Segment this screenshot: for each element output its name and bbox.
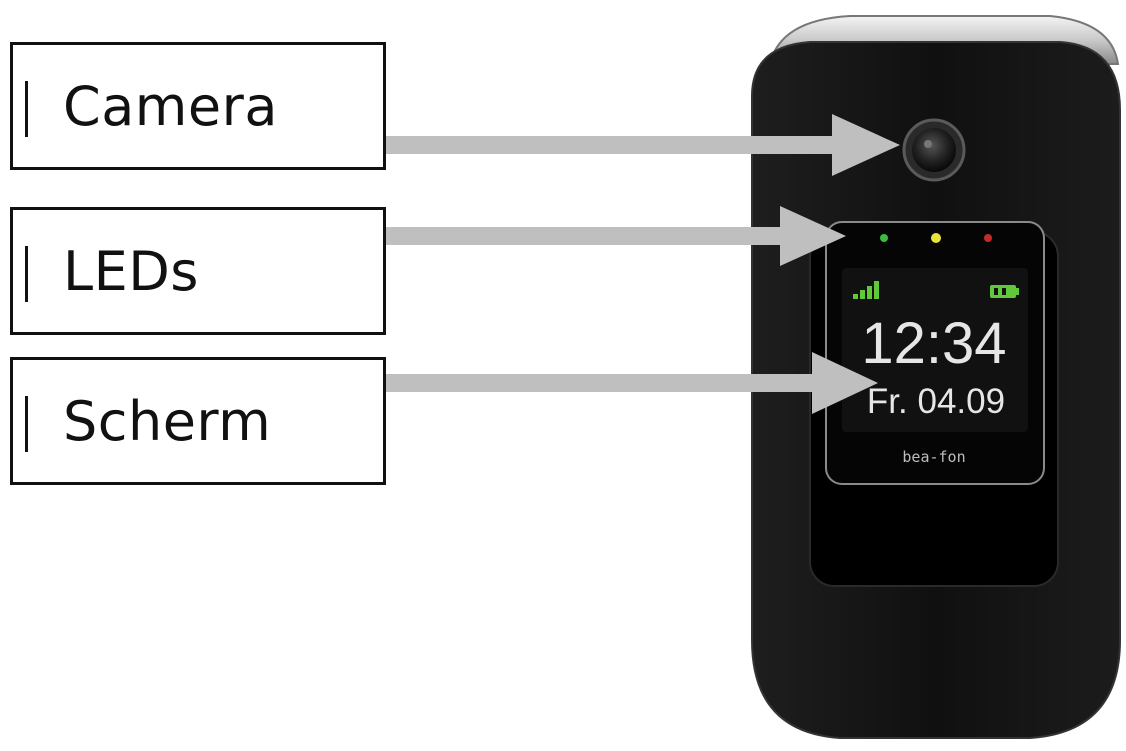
display-time: 12:34 <box>861 311 1006 376</box>
label-marker <box>25 246 28 302</box>
label-screen: Scherm <box>63 389 272 453</box>
label-marker <box>25 396 28 452</box>
led-yellow <box>931 233 941 243</box>
arrow-camera <box>386 114 900 176</box>
led-green <box>880 234 888 242</box>
display-date: Fr. 04.09 <box>867 382 1005 421</box>
inner-screen <box>842 268 1028 432</box>
brand-logo: bea-fon <box>902 448 965 466</box>
signal-icon <box>853 281 879 299</box>
camera-lens-icon <box>902 118 966 182</box>
arrow-screen <box>386 352 878 414</box>
label-marker <box>25 81 28 137</box>
arrow-leds <box>386 206 846 266</box>
label-camera: Camera <box>63 74 278 138</box>
battery-icon <box>990 285 1019 298</box>
led-red <box>984 234 992 242</box>
label-box-screen: Scherm <box>10 357 386 485</box>
label-box-leds: LEDs <box>10 207 386 335</box>
label-box-camera: Camera <box>10 42 386 170</box>
label-leds: LEDs <box>63 239 199 303</box>
